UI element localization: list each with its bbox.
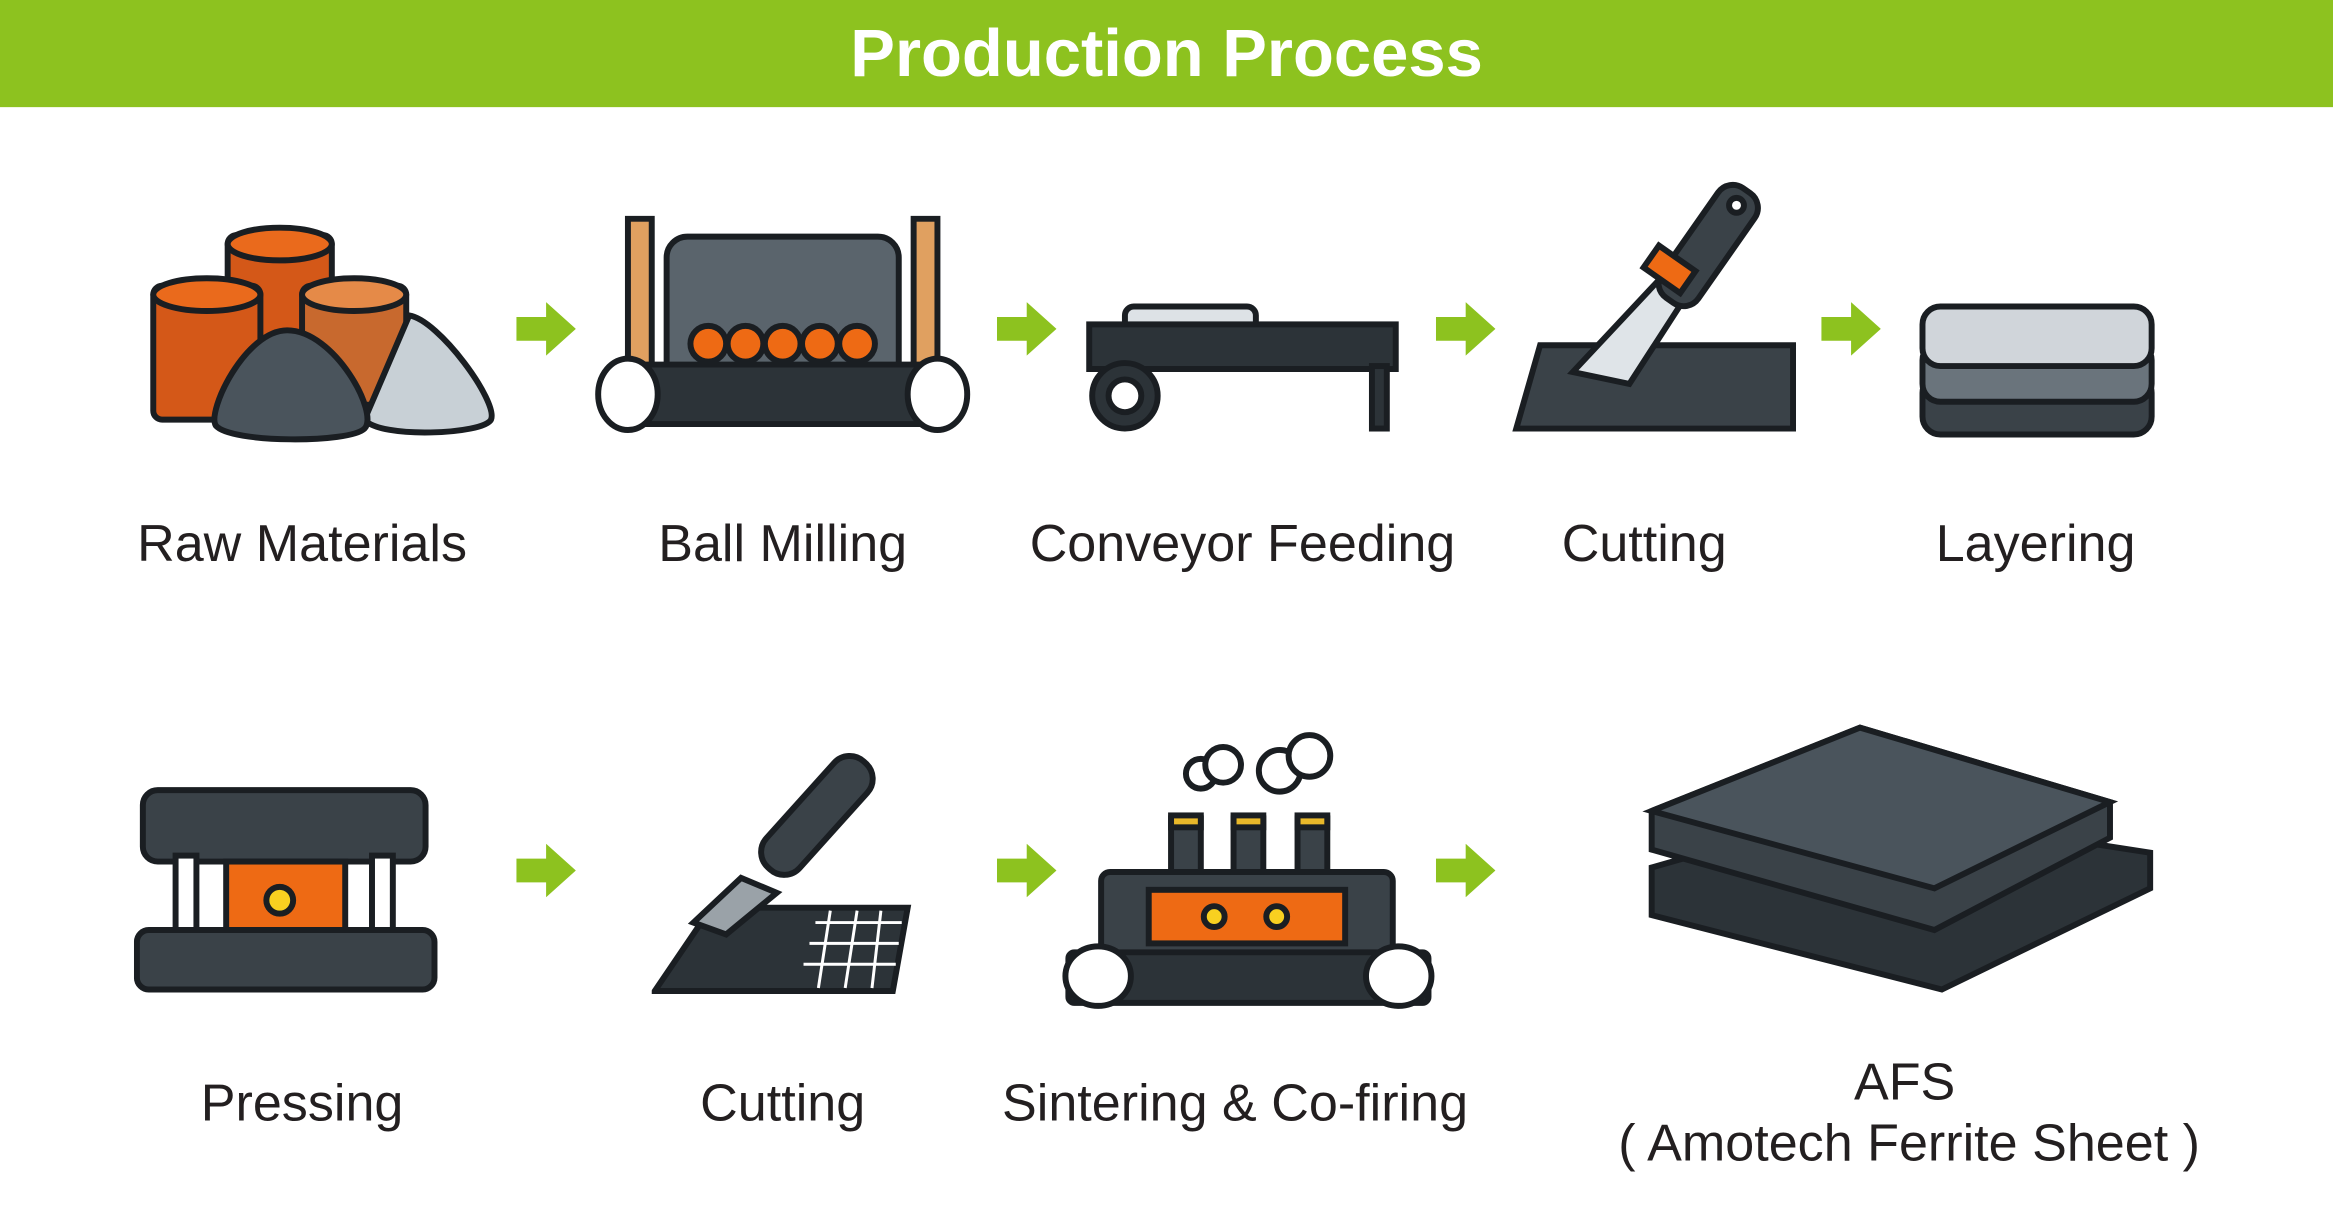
step-label-pressing: Pressing — [200, 1074, 404, 1133]
step-label-cutting-2: Cutting — [700, 1074, 866, 1133]
raw-materials-icon — [150, 224, 495, 443]
header-bar: Production Process — [0, 0, 2333, 108]
page-title: Production Process — [850, 14, 1483, 91]
step-label-sintering: Sintering & Co-firing — [1002, 1074, 1469, 1133]
step-label-ball-milling: Ball Milling — [658, 514, 908, 573]
arrow-right-icon — [1436, 302, 1496, 356]
press-icon — [133, 787, 438, 993]
arrow-right-icon — [516, 302, 576, 356]
arrow-right-icon — [997, 844, 1057, 898]
conveyor-icon — [1086, 303, 1399, 432]
step-label-conveyor-feeding: Conveyor Feeding — [1029, 514, 1456, 573]
arrow-right-icon — [997, 302, 1057, 356]
furnace-icon — [1062, 732, 1435, 1009]
ferrite-sheet-icon — [1642, 724, 2154, 993]
arrow-right-icon — [516, 844, 576, 898]
step-label-raw-materials: Raw Materials — [137, 514, 468, 573]
step-label-afs: AFS — [1853, 1053, 1956, 1112]
grid-cutting-icon — [651, 753, 912, 994]
arrow-right-icon — [1821, 302, 1881, 356]
ball-mill-icon — [595, 215, 971, 434]
step-sublabel-afs: ( Amotech Ferrite Sheet ) — [1618, 1114, 2200, 1173]
cutting-knife-icon — [1512, 181, 1797, 432]
arrow-right-icon — [1436, 844, 1496, 898]
layers-icon — [1919, 303, 2155, 438]
step-label-layering: Layering — [1935, 514, 2136, 573]
step-label-cutting: Cutting — [1561, 514, 1727, 573]
